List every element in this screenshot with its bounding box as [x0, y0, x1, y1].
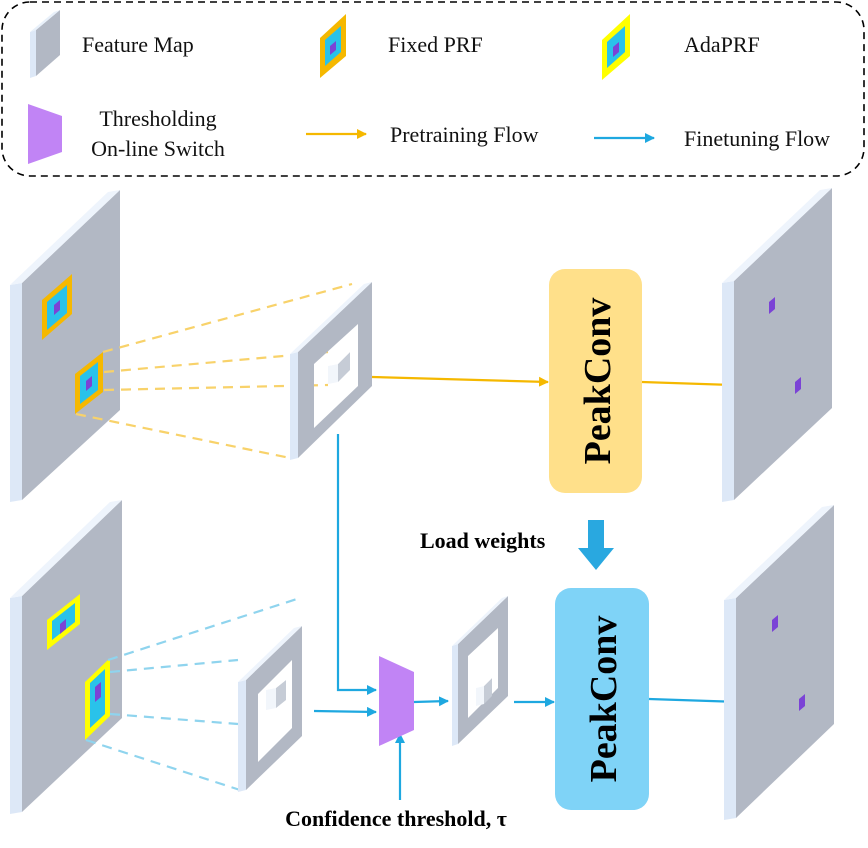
bottom-subfeature-frame-1 — [238, 626, 302, 792]
top-output-peak-1 — [769, 297, 775, 314]
legend-feature-map-label: Feature Map — [82, 32, 194, 57]
legend-box — [1, 1, 865, 177]
load-weights-label: Load weights — [420, 528, 546, 553]
bottom-input-feature-map — [10, 500, 122, 814]
top-peakconv-block: PeakConv — [549, 269, 642, 493]
bottom-output-feature-map — [724, 505, 834, 820]
finetuning-branch-arrow — [336, 434, 377, 695]
bottom-to-switch-arrow — [313, 706, 377, 717]
legend-finetuning-label: Finetuning Flow — [684, 126, 830, 151]
bottom-output-peak-1 — [772, 615, 778, 632]
top-subfeature-frame — [290, 282, 372, 460]
legend-pretraining-label: Pretraining Flow — [390, 122, 539, 147]
legend-fixed-prf-label: Fixed PRF — [388, 32, 483, 57]
fixed-prf-icon — [320, 14, 346, 78]
top-output-feature-map — [722, 188, 832, 502]
bottom-projection-lines — [85, 596, 301, 792]
confidence-threshold-label: Confidence threshold, τ — [285, 806, 507, 831]
adaprf-icon — [602, 14, 630, 80]
bottom-peakconv-block: PeakConv — [555, 588, 649, 810]
top-output-peak-2 — [795, 377, 801, 394]
thresholding-switch-icon — [28, 104, 62, 164]
thresholding-switch — [379, 656, 414, 746]
legend-switch-label-line1: Thresholding — [99, 106, 216, 131]
load-weights-arrow — [578, 520, 614, 570]
top-peakconv-label: PeakConv — [577, 298, 619, 465]
legend-adaprf-label: AdaPRF — [684, 32, 760, 57]
top-pretraining-arrow-in — [371, 375, 549, 387]
switch-to-frame-arrow — [413, 696, 449, 707]
bottom-subfeature-frame-2 — [452, 596, 508, 746]
feature-map-icon — [30, 10, 60, 78]
bottom-peakconv-label: PeakConv — [583, 616, 625, 783]
legend: Feature Map Fixed PRF AdaPRF Thresholdin… — [1, 1, 865, 177]
top-input-feature-map — [10, 190, 120, 502]
bottom-output-peak-2 — [799, 694, 805, 711]
legend-switch-label-line2: On-line Switch — [91, 136, 225, 161]
